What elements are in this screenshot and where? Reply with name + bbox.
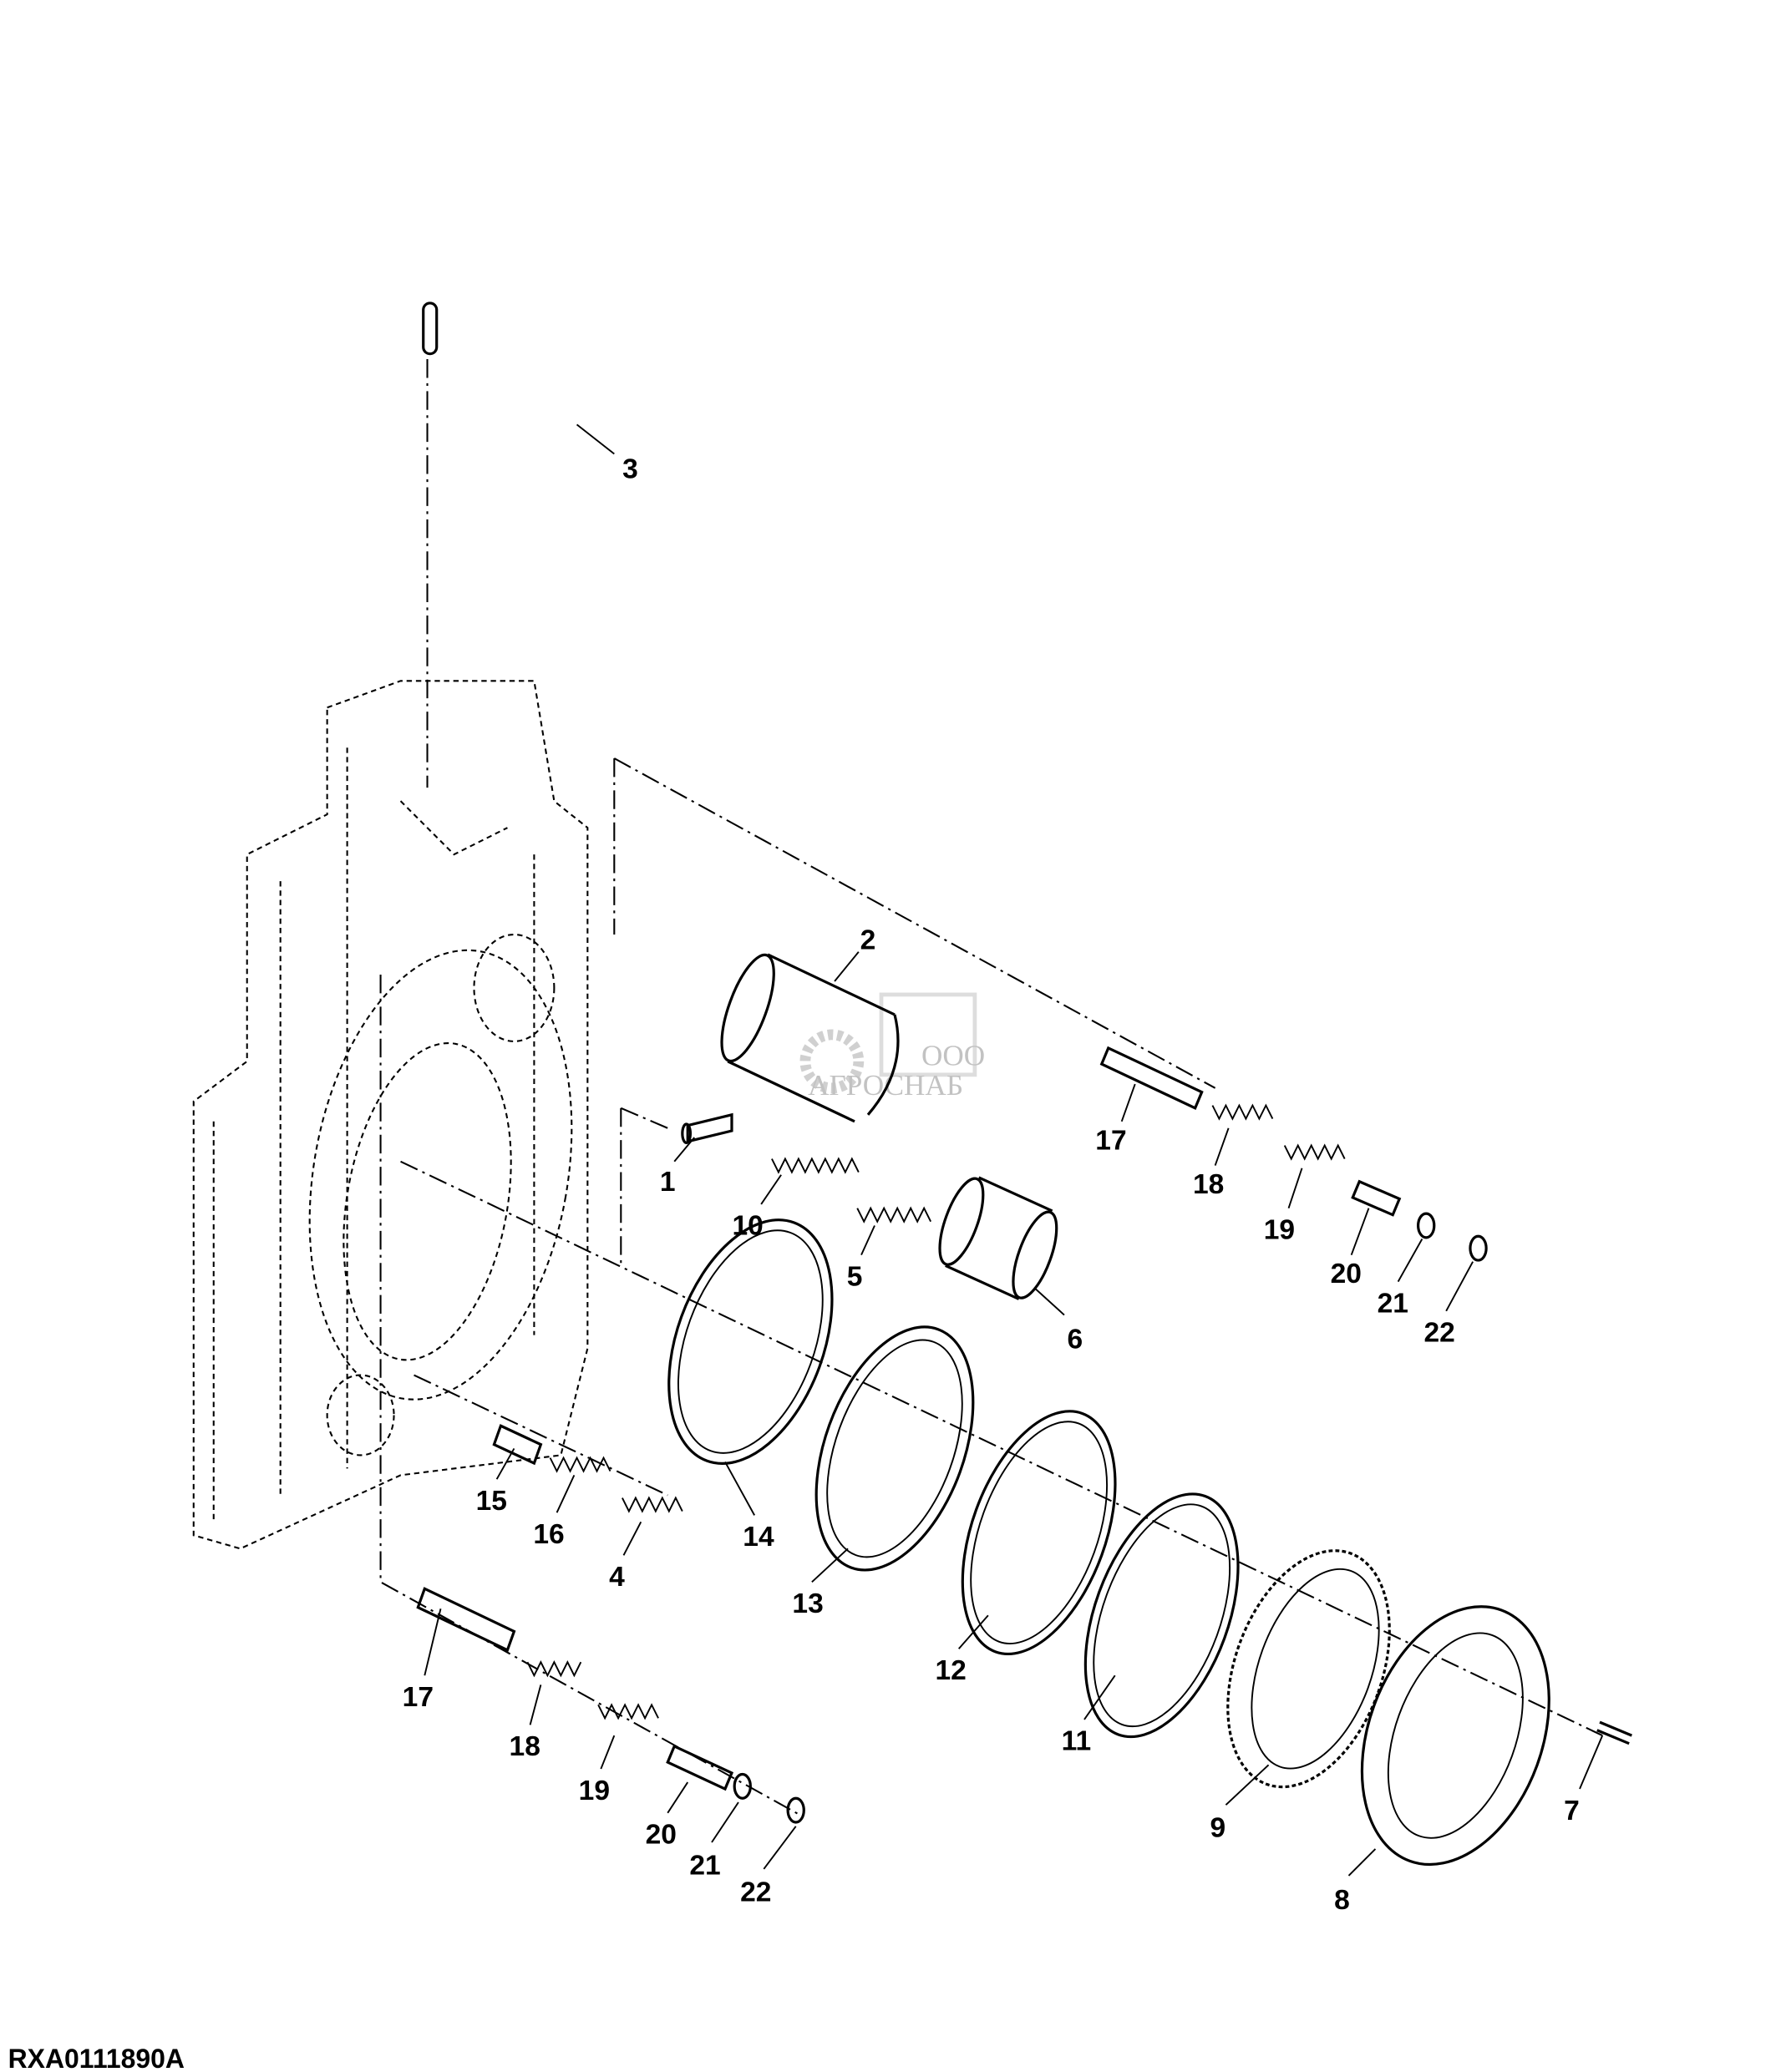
part-10-spring (771, 1157, 860, 1174)
transmission-housing-phantom (192, 680, 589, 1550)
callout: 3 (622, 453, 638, 484)
callout: 12 (935, 1655, 966, 1686)
part-18-spring-upper (1211, 1103, 1274, 1121)
part-2-sleeve (720, 953, 900, 1123)
part-13-plate (814, 1325, 975, 1572)
callout: 17 (403, 1682, 434, 1713)
springs (526, 1103, 1346, 1720)
callout: 7 (1564, 1796, 1580, 1826)
callout-labels: 3 2 17 18 19 20 21 22 1 10 5 6 14 13 12 … (403, 453, 1580, 1916)
callout: 17 (1095, 1125, 1126, 1156)
part-12-disc (961, 1410, 1117, 1656)
callout: 19 (579, 1776, 610, 1806)
callout: 18 (1193, 1169, 1224, 1200)
part-1-pin (681, 1112, 733, 1144)
callout: 18 (510, 1731, 540, 1762)
callout: 1 (660, 1167, 676, 1198)
callout: 19 (1264, 1214, 1295, 1245)
callout: 15 (476, 1486, 507, 1517)
clutch-rings (667, 1218, 1550, 1867)
part-14-ring (667, 1218, 834, 1465)
callout: 22 (1424, 1318, 1455, 1349)
part-18-spring-lower (526, 1660, 582, 1678)
part-6-bushing (938, 1176, 1058, 1300)
valve-parts (416, 1046, 1632, 1824)
callout: 20 (646, 1820, 677, 1851)
part-11-plate (1083, 1492, 1240, 1739)
part-3-tube (348, 251, 583, 680)
part-4-spring (622, 1496, 683, 1513)
watermark-text: АГРОСНАБ (808, 1069, 963, 1102)
part-16-spring (549, 1456, 611, 1473)
part-8-cover-plate (1360, 1605, 1550, 1867)
figure-id: RXA0111890A (8, 2044, 185, 2072)
callout: 4 (609, 1562, 625, 1593)
callout: 8 (1334, 1885, 1350, 1916)
callout: 14 (743, 1522, 774, 1553)
callout: 11 (1062, 1726, 1091, 1757)
callout: 22 (740, 1877, 771, 1907)
callout: 13 (792, 1588, 823, 1619)
leader-lines (424, 423, 1604, 1877)
part-19-spring-lower (597, 1703, 659, 1720)
callout: 6 (1067, 1325, 1083, 1355)
callout: 2 (860, 925, 876, 956)
callout: 21 (689, 1850, 720, 1881)
part-5-spring (856, 1206, 932, 1223)
callout: 9 (1210, 1813, 1225, 1844)
callout: 5 (847, 1261, 863, 1292)
svg-text:ООО: ООО (921, 1040, 985, 1072)
watermark-logo: ООО АГРОСНАБ (799, 992, 985, 1102)
part-9-ring-gear (1226, 1549, 1391, 1789)
callout: 16 (533, 1519, 564, 1550)
callout: 10 (732, 1211, 763, 1242)
center-lines (379, 327, 1603, 1816)
callout: 20 (1331, 1259, 1362, 1289)
part-19-spring-upper (1283, 1143, 1346, 1161)
callout: 21 (1378, 1288, 1408, 1319)
